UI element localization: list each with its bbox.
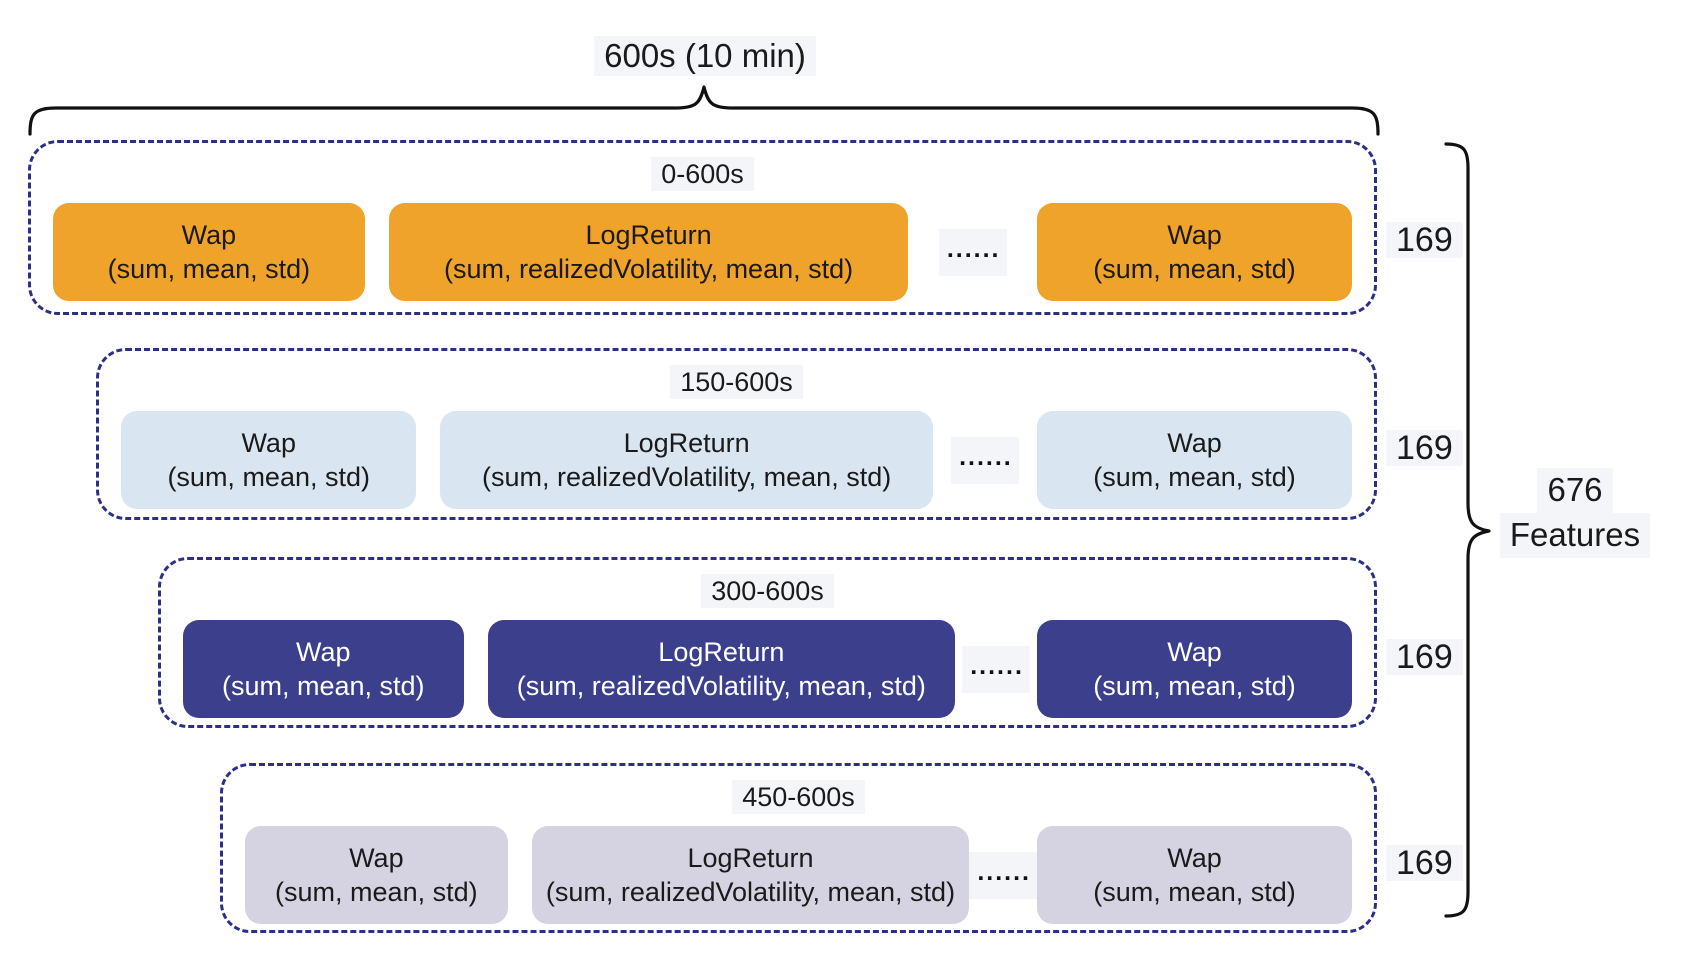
feature-box-logreturn: LogReturn (sum, realizedVolatility, mean… <box>531 826 970 925</box>
top-brace <box>28 85 1380 136</box>
feature-box-strip: Wap (sum, mean, std) LogReturn (sum, rea… <box>53 203 1352 302</box>
feature-box-logreturn: LogReturn (sum, realizedVolatility, mean… <box>388 203 909 302</box>
feature-count-label: 169 <box>1386 430 1463 466</box>
window-title: 300-600s <box>183 574 1352 609</box>
feature-box-name: Wap <box>1167 219 1222 250</box>
feature-box-stats: (sum, mean, std) <box>275 877 478 908</box>
feature-box-name: LogReturn <box>585 219 712 250</box>
feature-count-label: 169 <box>1386 845 1463 881</box>
feature-box-wap: Wap (sum, mean, std) <box>245 826 508 925</box>
feature-box-name: Wap <box>296 636 351 667</box>
window-title: 450-600s <box>245 780 1352 815</box>
feature-box-wap: Wap (sum, mean, std) <box>1037 826 1352 925</box>
feature-box-strip: Wap (sum, mean, std) LogReturn (sum, rea… <box>183 620 1352 719</box>
window-title: 150-600s <box>121 365 1352 400</box>
feature-box-stats: (sum, mean, std) <box>1093 462 1296 493</box>
features-brace <box>1444 142 1491 918</box>
ellipsis-dots: ...... <box>933 436 1037 484</box>
feature-box-stats: (sum, mean, std) <box>167 462 370 493</box>
feature-box-wap: Wap (sum, mean, std) <box>1037 620 1352 719</box>
feature-box-stats: (sum, mean, std) <box>107 254 311 285</box>
window-duration-text: 600s (10 min) <box>594 36 816 76</box>
feature-box-name: Wap <box>1167 842 1222 873</box>
feature-box-name: LogReturn <box>687 842 814 873</box>
time-window-row-450-600s: 450-600s Wap (sum, mean, std) LogReturn … <box>220 763 1377 933</box>
total-features-unit: Features <box>1499 512 1651 558</box>
feature-box-name: Wap <box>1167 427 1222 458</box>
total-features-value: 676 <box>1537 468 1613 513</box>
feature-count-label: 169 <box>1386 639 1463 675</box>
feature-box-name: Wap <box>349 842 404 873</box>
feature-box-wap: Wap (sum, mean, std) <box>1037 411 1352 510</box>
feature-box-stats: (sum, realizedVolatility, mean, std) <box>545 877 956 908</box>
feature-box-wap: Wap (sum, mean, std) <box>53 203 365 302</box>
feature-box-stats: (sum, mean, std) <box>221 671 425 702</box>
feature-box-stats: (sum, mean, std) <box>1093 877 1296 908</box>
feature-box-stats: (sum, realizedVolatility, mean, std) <box>516 671 926 702</box>
feature-box-wap: Wap (sum, mean, std) <box>1037 203 1352 302</box>
feature-box-stats: (sum, mean, std) <box>1093 671 1296 702</box>
feature-box-logreturn: LogReturn (sum, realizedVolatility, mean… <box>440 411 933 510</box>
time-window-row-150-600s: 150-600s Wap (sum, mean, std) LogReturn … <box>96 348 1377 520</box>
feature-box-stats: (sum, realizedVolatility, mean, std) <box>443 254 854 285</box>
feature-box-wap: Wap (sum, mean, std) <box>183 620 464 719</box>
feature-box-name: LogReturn <box>623 427 750 458</box>
ellipsis-dots: ...... <box>969 851 1037 899</box>
ellipsis-dots: ...... <box>955 645 1037 693</box>
feature-box-name: Wap <box>181 219 237 250</box>
feature-box-stats: (sum, mean, std) <box>1093 254 1296 285</box>
time-window-row-300-600s: 300-600s Wap (sum, mean, std) LogReturn … <box>158 557 1377 728</box>
feature-box-wap: Wap (sum, mean, std) <box>121 411 417 510</box>
ellipsis-dots: ...... <box>908 228 1037 276</box>
time-window-row-0-600s: 0-600s Wap (sum, mean, std) LogReturn (s… <box>28 140 1377 315</box>
feature-box-strip: Wap (sum, mean, std) LogReturn (sum, rea… <box>121 411 1352 510</box>
feature-box-name: LogReturn <box>658 636 785 667</box>
window-duration-label: 600s (10 min) <box>505 36 905 76</box>
feature-box-stats: (sum, realizedVolatility, mean, std) <box>482 462 892 493</box>
total-features-label: 676 Features <box>1485 468 1665 558</box>
feature-box-strip: Wap (sum, mean, std) LogReturn (sum, rea… <box>245 826 1352 925</box>
feature-box-logreturn: LogReturn (sum, realizedVolatility, mean… <box>487 620 956 719</box>
window-title: 0-600s <box>53 157 1352 192</box>
feature-count-label: 169 <box>1386 222 1463 258</box>
feature-box-name: Wap <box>1167 636 1222 667</box>
feature-box-name: Wap <box>241 427 296 458</box>
